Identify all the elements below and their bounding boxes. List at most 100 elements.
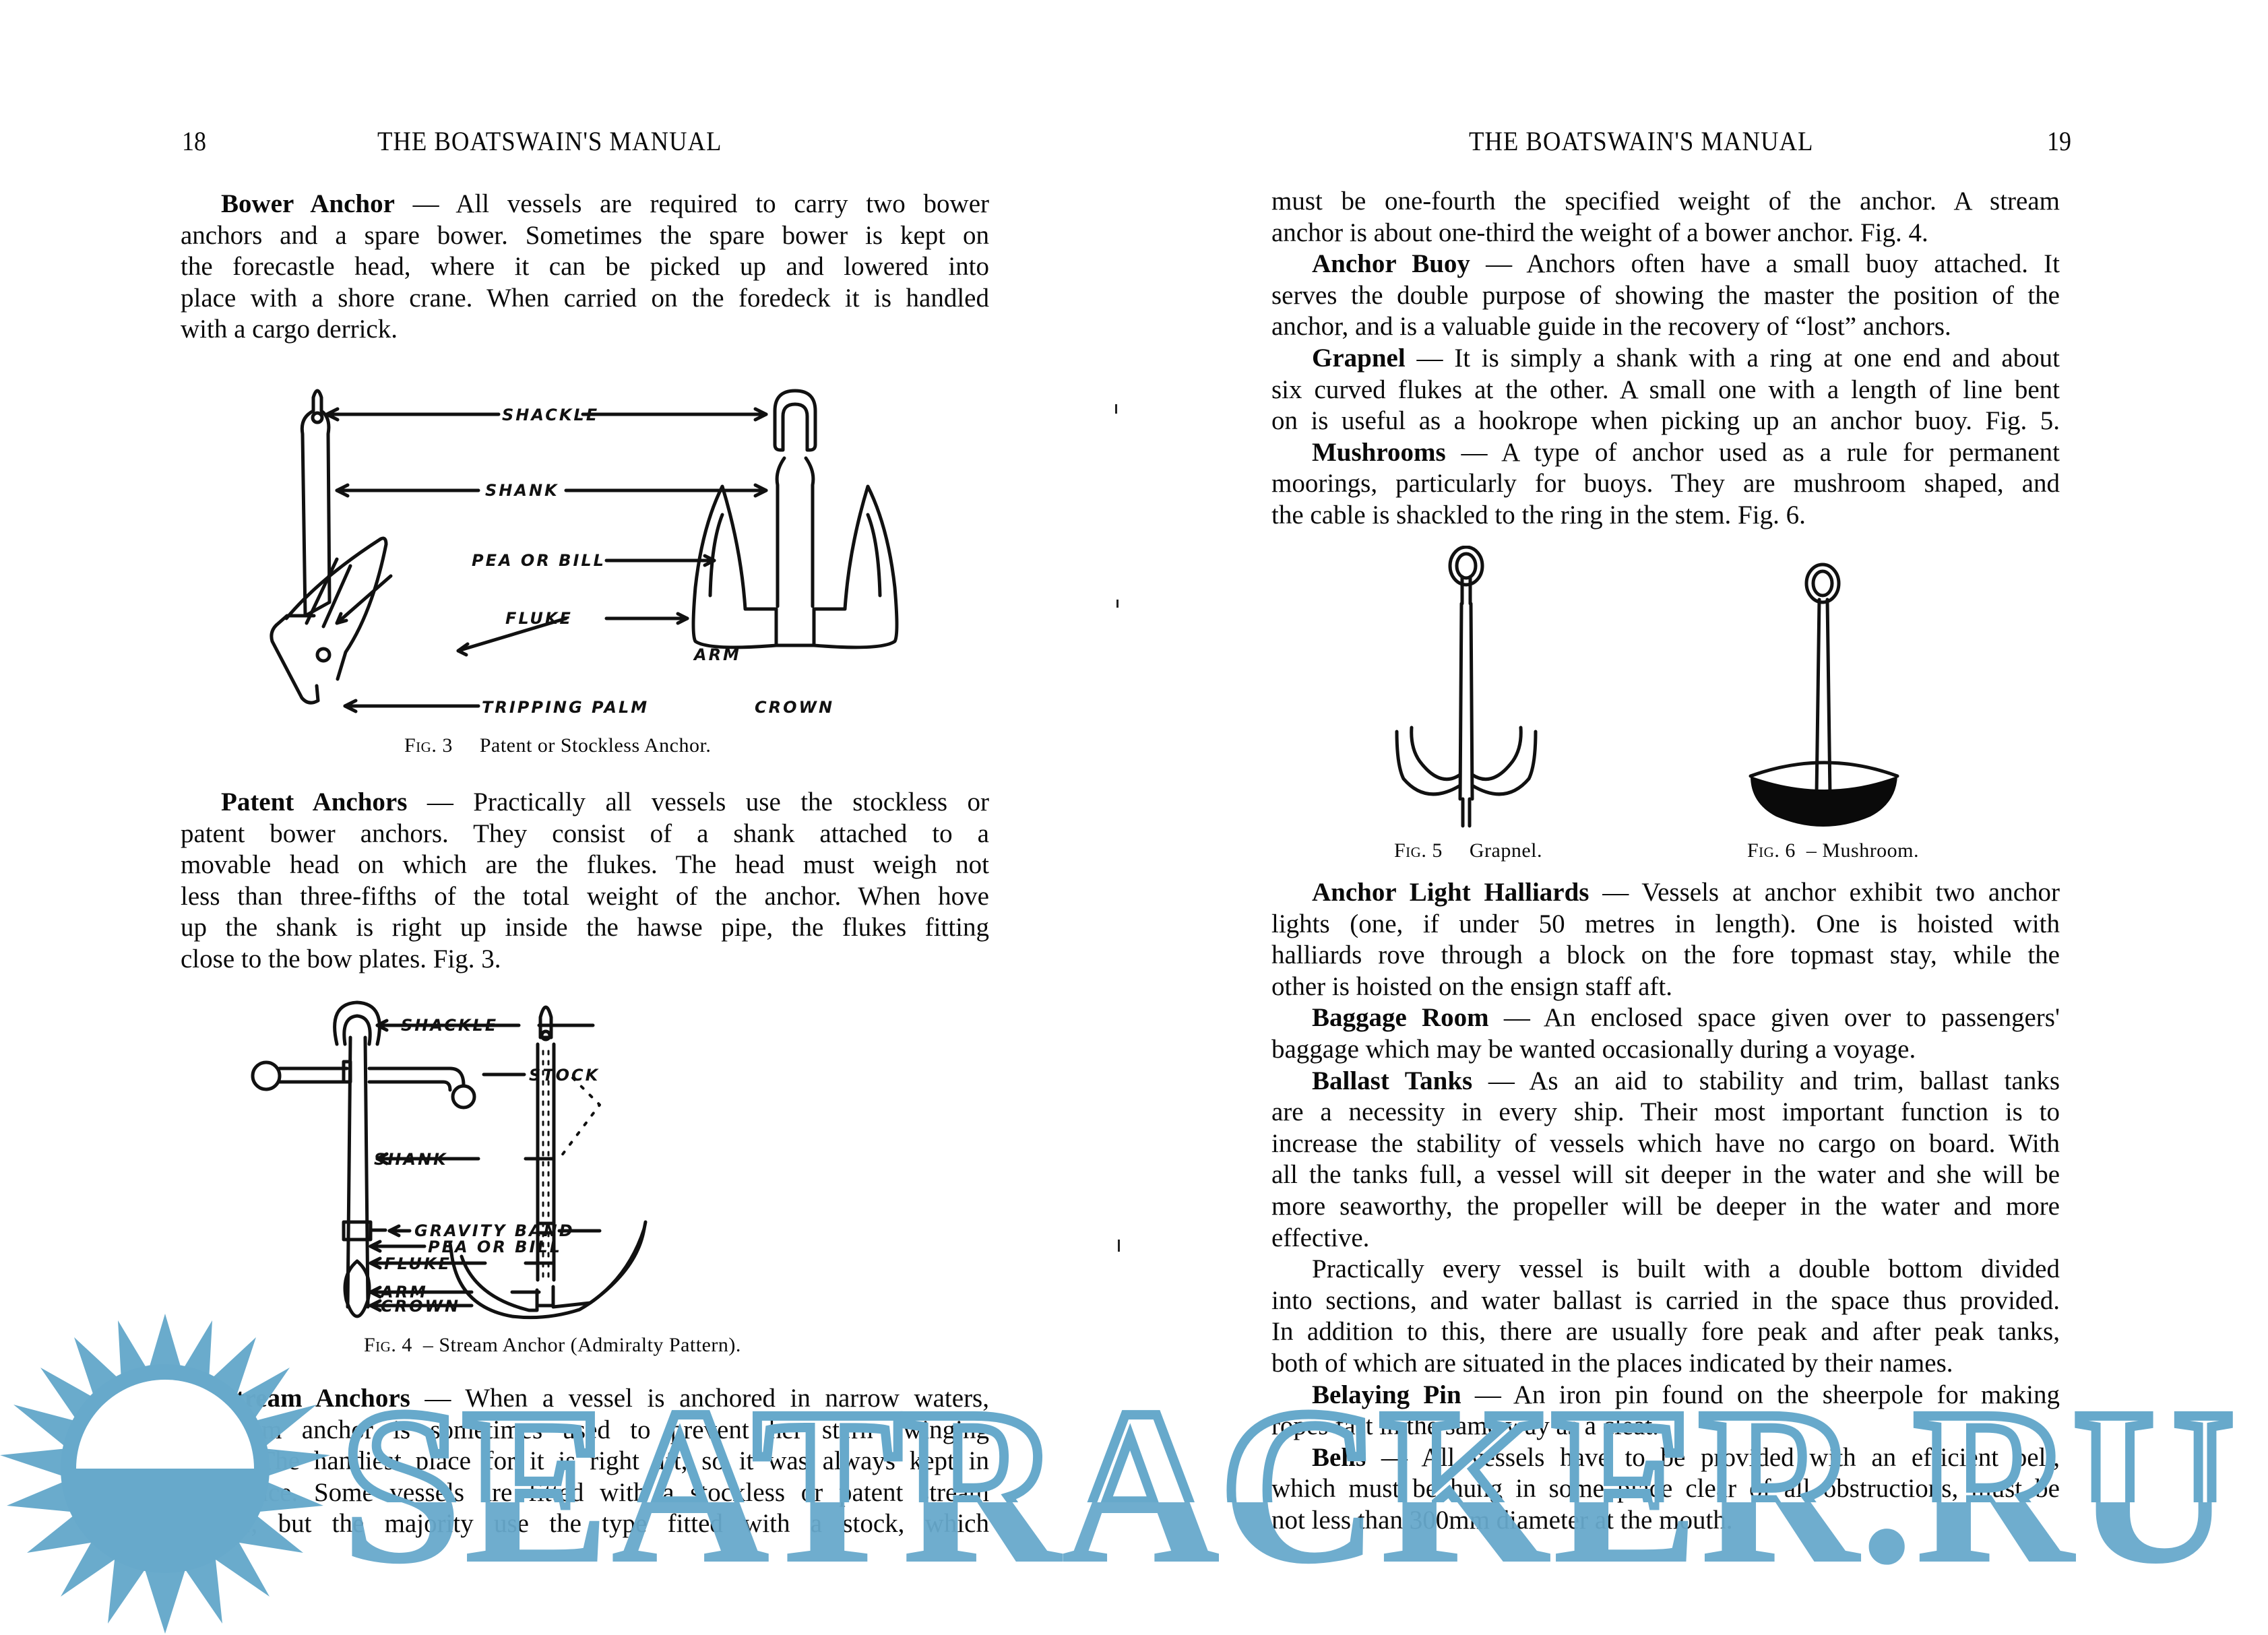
- text-line: — All vessels have to be provided with a…: [1366, 1442, 2060, 1472]
- text-line: the forecastle head, where it can be pic…: [181, 252, 989, 282]
- label-shank: SHANK: [485, 481, 559, 500]
- label-stock: STOCK: [529, 1066, 600, 1085]
- entry-term: Baggage Room: [1312, 1003, 1489, 1033]
- text-line: a stream anchor is sometimes used to pre…: [181, 1415, 989, 1444]
- label-tripping-palm: TRIPPING PALM: [482, 698, 649, 717]
- figure-6-mushroom: [1744, 559, 1919, 829]
- text-line: Practically every vessel is built with a…: [1312, 1254, 2060, 1284]
- entry-term: Mushrooms: [1312, 437, 1446, 467]
- text-line: which must be hung in some place clear o…: [1271, 1474, 2060, 1504]
- entry-term: Stream Anchors: [221, 1384, 410, 1413]
- gutter-speck: [1116, 600, 1119, 608]
- entry-term: Anchor Buoy: [1312, 249, 1470, 279]
- text-line: — All vessels are required to carry two …: [394, 189, 989, 218]
- stockless-anchor-illustration: SHACKLE SHANK PEA OR BILL FLUKE ARM TRIP…: [270, 389, 899, 717]
- text-line: anchor is about one-third the weight of …: [1271, 218, 1928, 247]
- right-text-top: must be one-fourth the specified weight …: [1271, 186, 2060, 532]
- text-line: halliards rove through a block on the fo…: [1271, 940, 2060, 970]
- label-fluke: FLUKE: [384, 1254, 451, 1273]
- text-line: close to the bow plates. Fig. 3.: [181, 944, 501, 973]
- text-line: both of which are situated in the places…: [1271, 1348, 1953, 1378]
- text-line: anchor, but the majority use the type fi…: [181, 1509, 989, 1539]
- running-head: THE BOATSWAIN'S MANUAL: [377, 126, 722, 156]
- text-line: — As an aid to stability and trim, balla…: [1472, 1066, 2060, 1095]
- label-shackle: SHACKLE: [502, 406, 599, 424]
- label-arm: ARM: [693, 645, 741, 664]
- gutter-speck: [1118, 1240, 1120, 1252]
- entry-term: Bower Anchor: [221, 189, 395, 218]
- figure-3-caption: Fig. 3 Patent or Stockless Anchor.: [404, 734, 711, 757]
- entry-term: Ballast Tanks: [1312, 1066, 1473, 1095]
- right-page: THE BOATSWAIN'S MANUAL 19 must be one-fo…: [1134, 0, 2268, 1635]
- entry-bower-anchor: Bower Anchor — All vessels are required …: [181, 189, 989, 346]
- label-crown: CROWN: [381, 1297, 460, 1316]
- text-line: — Anchors often have a small buoy attach…: [1470, 249, 2060, 279]
- entry-term: Anchor Light Halliards: [1312, 878, 1589, 907]
- caption-text: Grapnel.: [1469, 839, 1542, 862]
- label-crown: CROWN: [755, 698, 834, 717]
- label-fluke: FLUKE: [505, 609, 573, 628]
- label-pea-or-bill: PEA OR BILL: [428, 1238, 562, 1256]
- text-line: less than three-fifths of the total weig…: [181, 881, 989, 911]
- figure-6-caption: Fig. 6 – Mushroom.: [1747, 839, 1919, 862]
- grapnel-illustration: [1395, 546, 1538, 828]
- caption-fig-number: Fig. 6: [1747, 839, 1796, 862]
- text-line: — A type of anchor used as a rule for pe…: [1445, 437, 2060, 467]
- text-line: all the tanks full, a vessel will sit de…: [1271, 1160, 2060, 1190]
- text-line: more seaworthy, the propeller will be de…: [1271, 1191, 2060, 1221]
- page-number: 19: [2047, 126, 2071, 156]
- entry-stream-anchors: Stream Anchors — When a vessel is anchor…: [181, 1383, 989, 1540]
- text-line: moorings, particularly for buoys. They a…: [1271, 469, 2060, 499]
- text-line: In addition to this, there are usually f…: [1271, 1317, 2060, 1347]
- figure-4-stream-anchor: SHACKLE STOCK SHANK GRAVITY BAND PEA OR …: [249, 997, 869, 1320]
- entry-term: Bells: [1312, 1442, 1366, 1472]
- label-shank: SHANK: [374, 1150, 448, 1169]
- text-line: baggage which may be wanted occasionally…: [1271, 1034, 1916, 1064]
- left-page: 18 THE BOATSWAIN'S MANUAL Bower Anchor —…: [181, 126, 989, 1540]
- text-line: other is hoisted on the ensign staff aft…: [1271, 971, 1672, 1001]
- text-line: effective.: [1271, 1223, 1370, 1252]
- figure-4-caption: Fig. 4 – Stream Anchor (Admiralty Patter…: [364, 1334, 741, 1357]
- gutter-speck: [1115, 404, 1117, 414]
- text-line: ropes fast in the same way as a cleat.: [1271, 1411, 1660, 1441]
- text-line: serves the double purpose of showing the…: [1271, 280, 2060, 310]
- entry-term: Belaying Pin: [1312, 1380, 1461, 1409]
- text-line: with a cargo derrick.: [181, 315, 398, 344]
- text-line: up the shank is right up inside the haws…: [181, 913, 989, 942]
- label-shackle: SHACKLE: [401, 1016, 498, 1035]
- caption-text: – Stream Anchor (Admiralty Pattern).: [422, 1334, 741, 1356]
- caption-fig-number: Fig. 5: [1394, 839, 1443, 862]
- text-line: on is useful as a hookrope when picking …: [1271, 406, 2060, 436]
- text-line: anchor, and is a valuable guide in the r…: [1271, 312, 1951, 342]
- text-line: — It is simply a shank with a ring at on…: [1405, 343, 2060, 373]
- text-line: — Vessels at anchor exhibit two anchor: [1589, 878, 2060, 907]
- caption-text: Patent or Stockless Anchor.: [479, 734, 712, 757]
- text-line: — Practically all vessels use the stockl…: [407, 788, 989, 816]
- running-head: THE BOATSWAIN'S MANUAL: [1469, 126, 1814, 156]
- label-pea-or-bill: PEA OR BILL: [472, 551, 606, 570]
- stream-anchor-illustration: SHACKLE STOCK SHANK GRAVITY BAND PEA OR …: [251, 1000, 648, 1320]
- caption-fig-number: Fig. 4: [364, 1334, 412, 1356]
- figure-5-grapnel: [1390, 546, 1565, 829]
- label-arm: ARM: [379, 1283, 428, 1302]
- entry-patent-anchors: Patent Anchors — Practically all vessels…: [181, 787, 989, 975]
- text-line: about. The handiest place for it is righ…: [181, 1446, 989, 1476]
- text-line: increase the stability of vessels which …: [1271, 1128, 2060, 1158]
- right-text-bottom: Anchor Light Halliards — Vessels at anch…: [1271, 877, 2060, 1536]
- figure-3-stockless-anchor: SHACKLE SHANK PEA OR BILL FLUKE ARM TRIP…: [256, 364, 903, 728]
- text-line: place with a shore crane. When carried o…: [181, 283, 989, 313]
- text-line: into sections, and water ballast is carr…: [1271, 1285, 2060, 1315]
- text-line: — When a vessel is anchored in narrow wa…: [410, 1384, 989, 1413]
- text-line: that place. Some vessels are fitted with…: [181, 1477, 989, 1507]
- mushroom-anchor-illustration: [1749, 563, 1899, 827]
- text-line: — An iron pin found on the sheerpole for…: [1461, 1380, 2060, 1409]
- text-line: anchors and a spare bower. Sometimes the…: [181, 220, 989, 250]
- caption-text: – Mushroom.: [1806, 839, 1920, 862]
- page-number: 18: [182, 126, 206, 156]
- text-line: — An enclosed space given over to passen…: [1488, 1003, 2060, 1033]
- text-line: are a necessity in every ship. Their mos…: [1271, 1097, 2060, 1127]
- entry-term: Patent Anchors: [221, 788, 408, 816]
- figure-5-caption: Fig. 5 Grapnel.: [1394, 839, 1542, 862]
- text-line: six curved flukes at the other. A small …: [1271, 375, 2060, 404]
- text-line: movable head on which are the flukes. Th…: [181, 850, 989, 880]
